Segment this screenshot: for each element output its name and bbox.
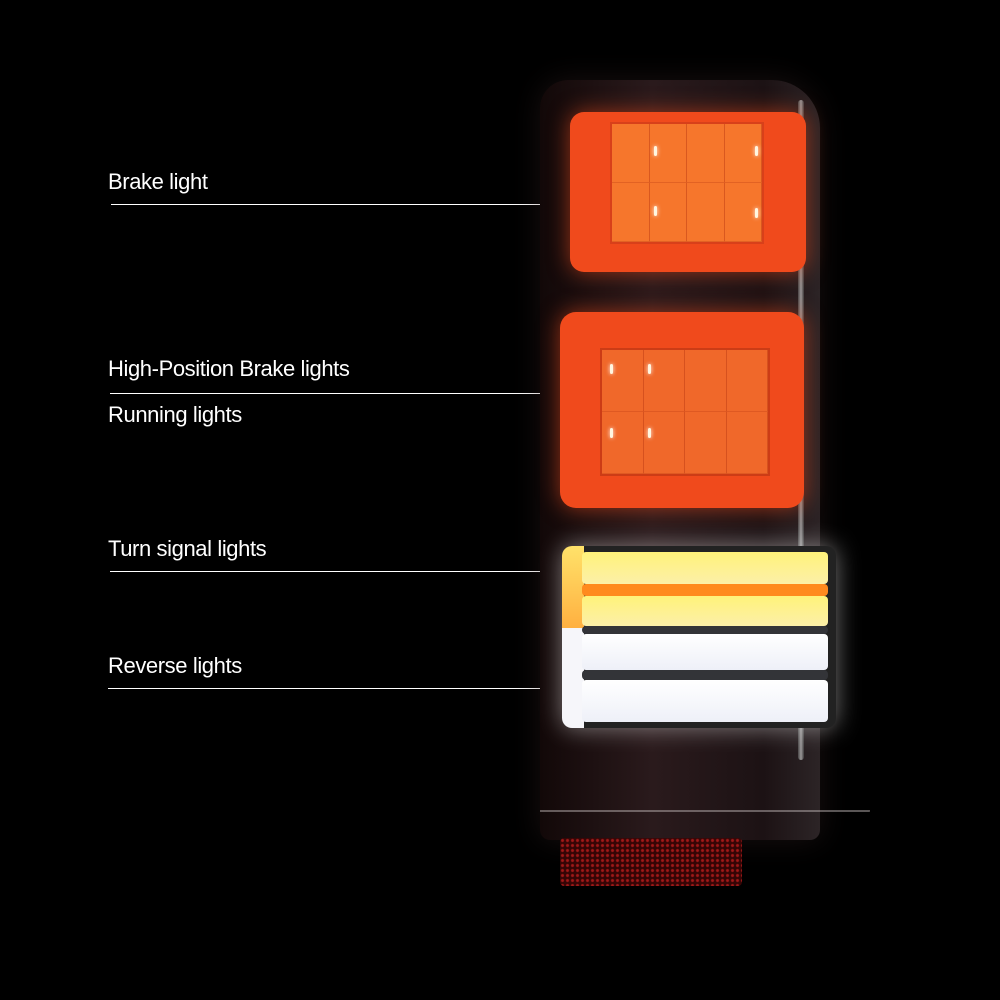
turn-signal-bar-upper [582, 552, 828, 584]
turn-signal-bar-lower [582, 596, 828, 626]
red-reflector [560, 838, 742, 886]
label-turn-signal-lights: Turn signal lights [108, 536, 267, 561]
leader-line-high-position [110, 393, 592, 394]
housing-trim [540, 810, 870, 818]
label-high-position-brake-lights: High-Position Brake lights [108, 356, 350, 381]
label-running-lights: Running lights [108, 402, 242, 427]
brake-led-panel [610, 122, 764, 244]
reverse-light-bar-upper [582, 634, 828, 670]
label-reverse-lights: Reverse lights [108, 653, 242, 678]
leader-line-brake-light [111, 204, 661, 205]
high-position-brake-running-light-module [560, 312, 804, 508]
turn-signal-reverse-light-module [562, 546, 836, 728]
tail-light-assembly [540, 80, 870, 900]
brake-light-module [570, 112, 806, 272]
leader-line-turn-signal [110, 571, 688, 572]
reverse-light-bar-lower [582, 680, 828, 722]
high-position-led-panel [600, 348, 770, 476]
label-brake-light: Brake light [108, 169, 208, 194]
leader-line-reverse [108, 688, 588, 689]
